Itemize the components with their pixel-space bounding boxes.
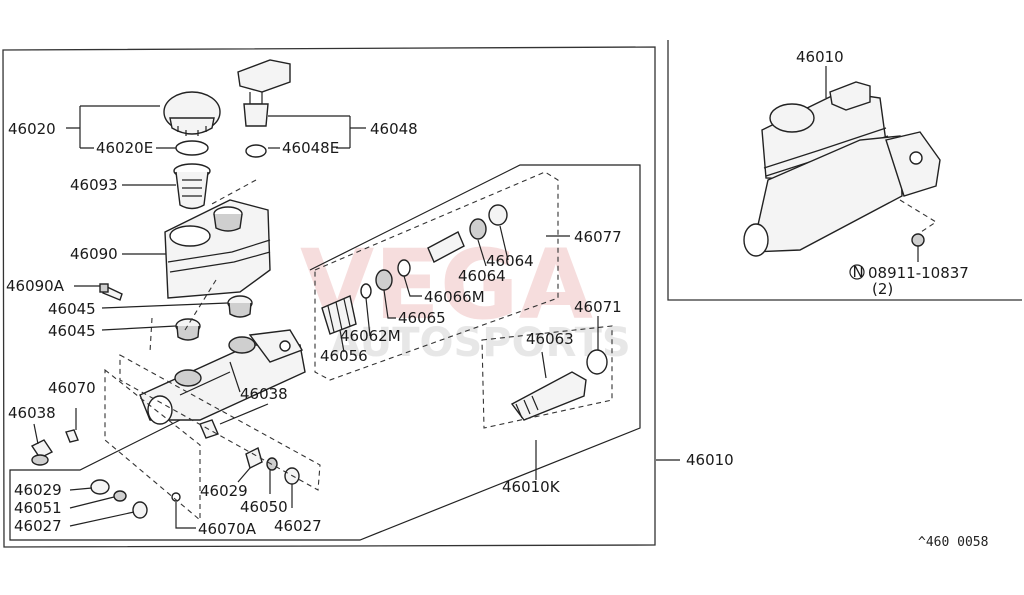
inset-assembled-view [743, 66, 941, 280]
label-46066M: 46066M [424, 288, 485, 306]
grommet-lower-part [175, 318, 201, 341]
label-46050: 46050 [240, 498, 288, 516]
level-switch-part [237, 59, 291, 158]
grommet-upper-part [227, 295, 253, 318]
label-46027-right: 46027 [274, 517, 322, 535]
label-46090: 46090 [70, 245, 118, 263]
label-46038-right: 46038 [240, 385, 288, 403]
label-46029-right: 46029 [200, 482, 248, 500]
inset-label-46010: 46010 [796, 48, 844, 66]
watermark-sub: AUTOSPORTS [330, 320, 631, 366]
strainer-part [173, 163, 211, 210]
label-46065: 46065 [398, 309, 446, 327]
inset-label-qty: (2) [872, 280, 893, 298]
label-46090A: 46090A [6, 277, 65, 295]
group-box-fittings-left [104, 368, 201, 522]
reservoir-bolt-part [99, 283, 123, 301]
reservoir-cap-part [163, 91, 221, 136]
label-46048: 46048 [370, 120, 418, 138]
label-46010: 46010 [686, 451, 734, 469]
label-46064-lower: 46064 [458, 267, 506, 285]
label-46077: 46077 [574, 228, 622, 246]
label-46045-lower: 46045 [48, 322, 96, 340]
label-46093: 46093 [70, 176, 118, 194]
label-46045-upper: 46045 [48, 300, 96, 318]
label-46020: 46020 [8, 120, 56, 138]
label-46070: 46070 [48, 379, 96, 397]
label-46063: 46063 [526, 330, 574, 348]
label-46056: 46056 [320, 347, 368, 365]
primary-piston-parts [510, 349, 608, 421]
label-46010K: 46010K [502, 478, 561, 496]
reservoir-part [164, 199, 271, 299]
label-46048E: 46048E [282, 139, 339, 157]
inset-labels: 46010 N 08911-10837 (2) [796, 48, 969, 298]
label-46020E: 46020E [96, 139, 153, 157]
inset-label-bolt: 08911-10837 [868, 264, 969, 282]
secondary-piston-parts [321, 204, 508, 335]
label-46029-left: 46029 [14, 481, 62, 499]
callout-labels: 46020 46020E 46093 46090 46090A 46045 46… [6, 120, 734, 538]
label-46038-left: 46038 [8, 404, 56, 422]
main-frame [2, 40, 1022, 548]
group-box-fittings-right [119, 354, 321, 491]
diagram-code: ^460 0058 [918, 535, 988, 550]
group-box-reservoir [149, 179, 257, 353]
assembly-outline [9, 164, 641, 541]
inset-n-symbol: N [853, 263, 864, 281]
label-46064-upper: 46064 [486, 252, 534, 270]
group-box-46077 [314, 171, 559, 381]
label-46071: 46071 [574, 298, 622, 316]
label-46070A: 46070A [198, 520, 257, 538]
small-fittings [30, 419, 300, 519]
cylinder-body-part [139, 329, 306, 425]
label-46051: 46051 [14, 499, 62, 517]
label-46062M: 46062M [340, 327, 401, 345]
label-46027-left: 46027 [14, 517, 62, 535]
cap-seal-part [175, 140, 209, 156]
leader-lines [33, 105, 680, 529]
